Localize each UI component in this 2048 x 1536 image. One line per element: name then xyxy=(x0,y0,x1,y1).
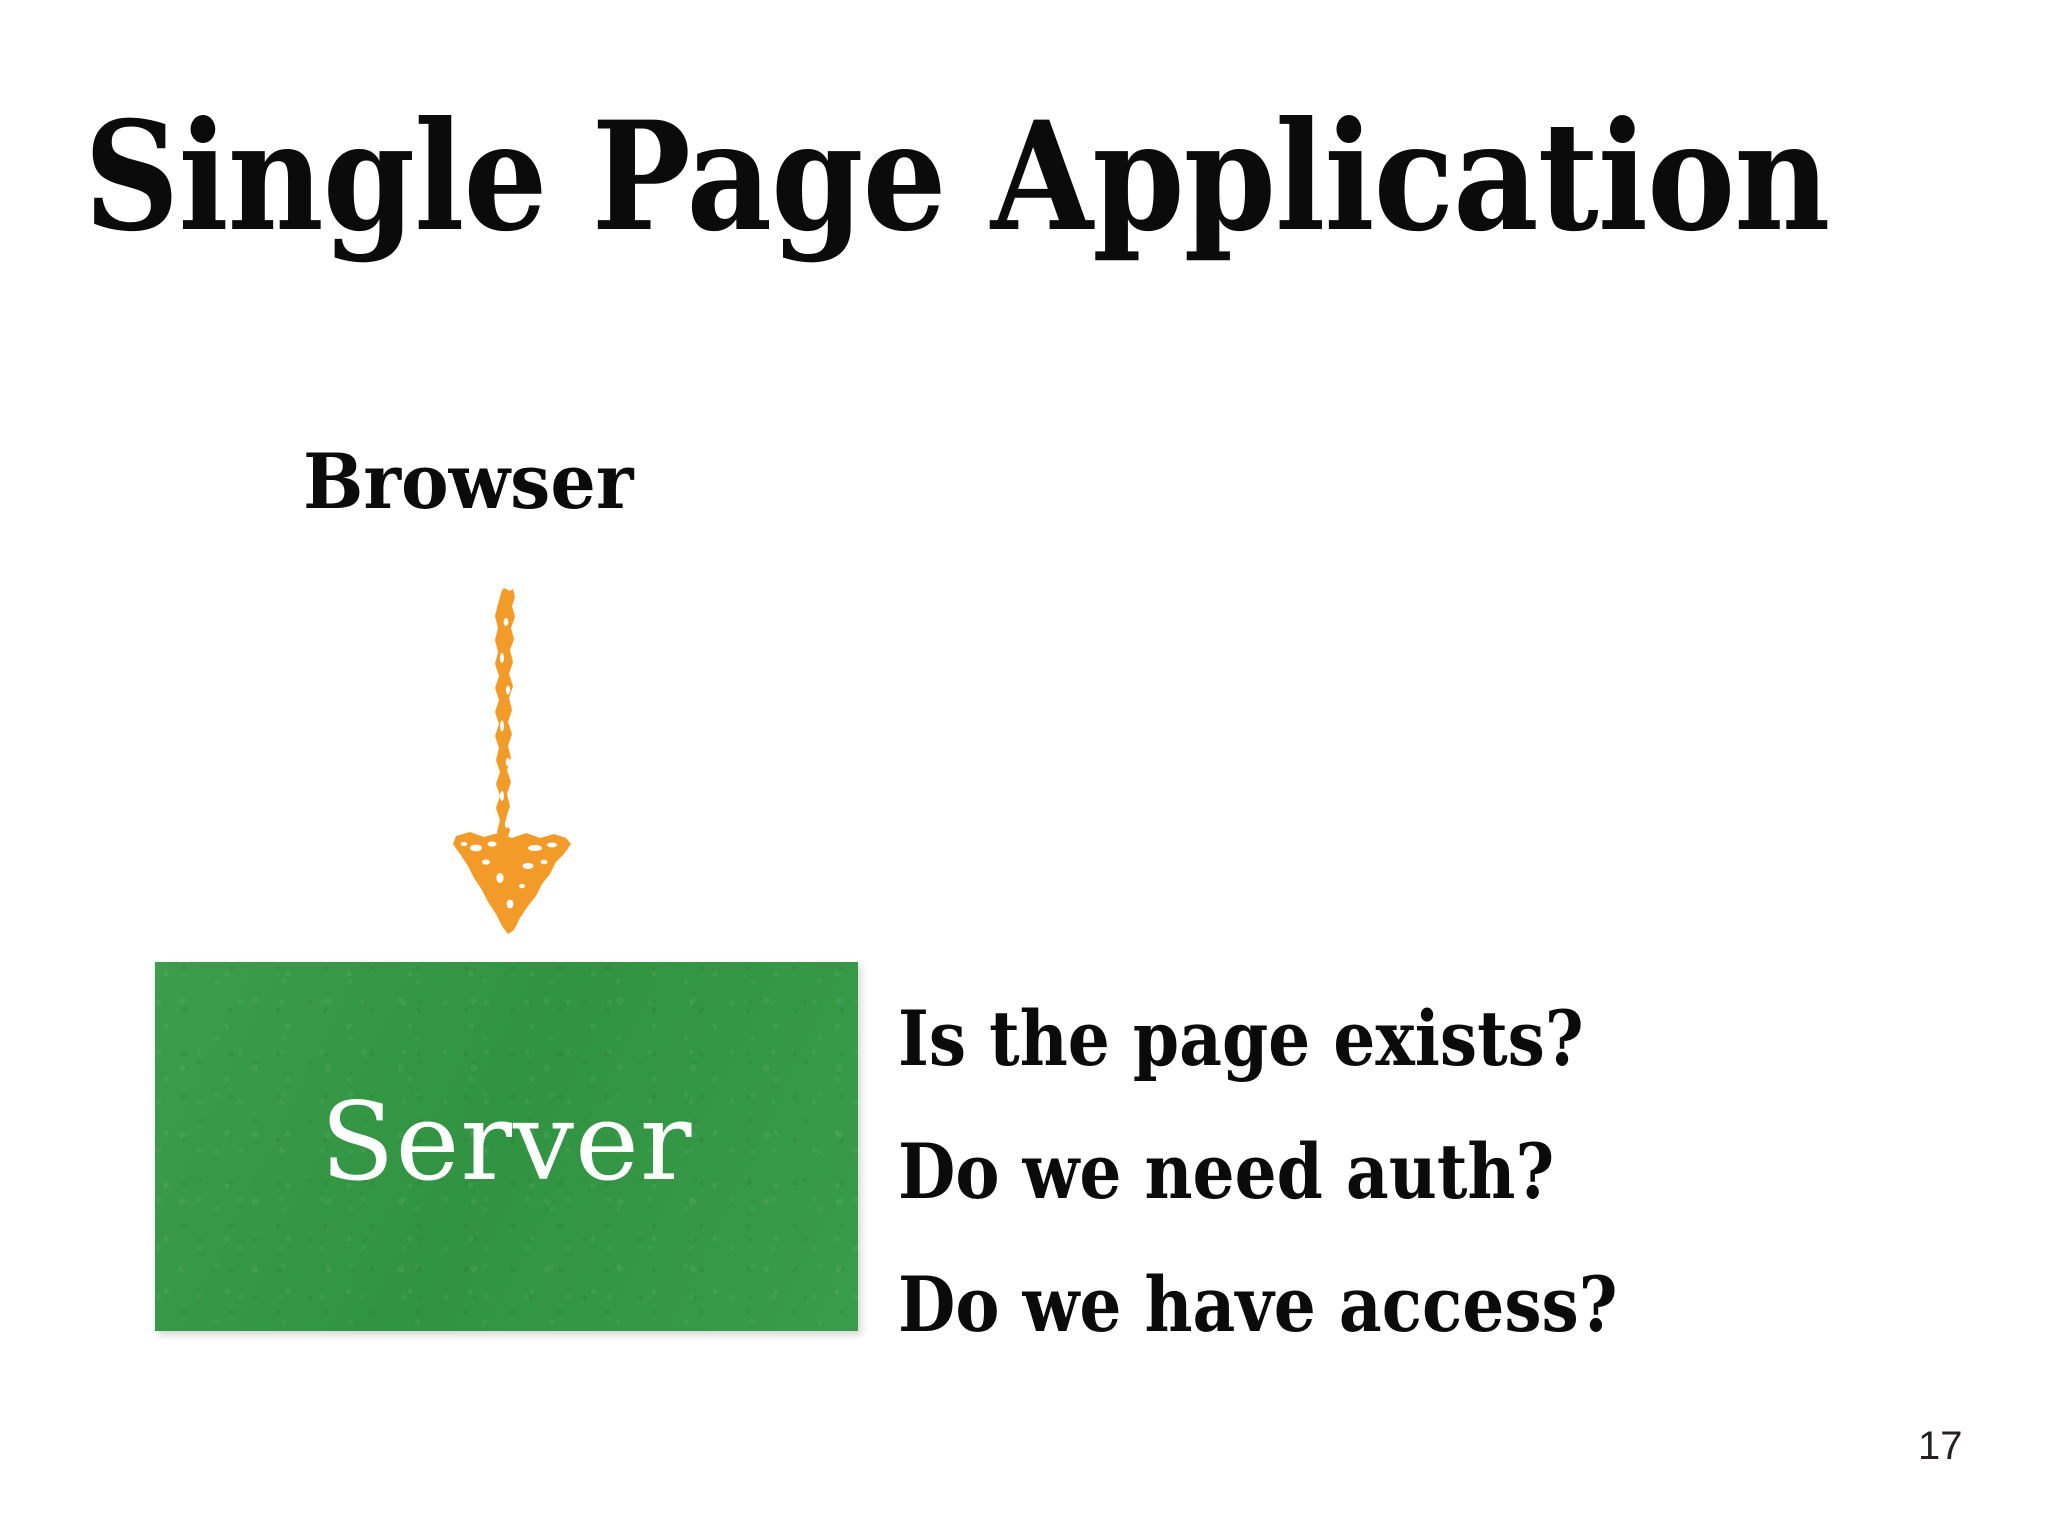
question-item-2: Do we need auth? xyxy=(898,1127,1555,1216)
page-title: Single Page Application xyxy=(84,89,1830,265)
page-number: 17 xyxy=(1918,1424,1963,1468)
server-box: Server xyxy=(155,962,858,1331)
question-item-1: Is the page exists? xyxy=(898,994,1584,1083)
question-item-3: Do we have access? xyxy=(898,1260,1618,1349)
question-list: Is the page exists? Do we need auth? Do … xyxy=(898,972,1898,1371)
browser-label: Browser xyxy=(303,437,634,526)
down-arrow-icon xyxy=(440,586,590,938)
server-label: Server xyxy=(320,1079,693,1205)
